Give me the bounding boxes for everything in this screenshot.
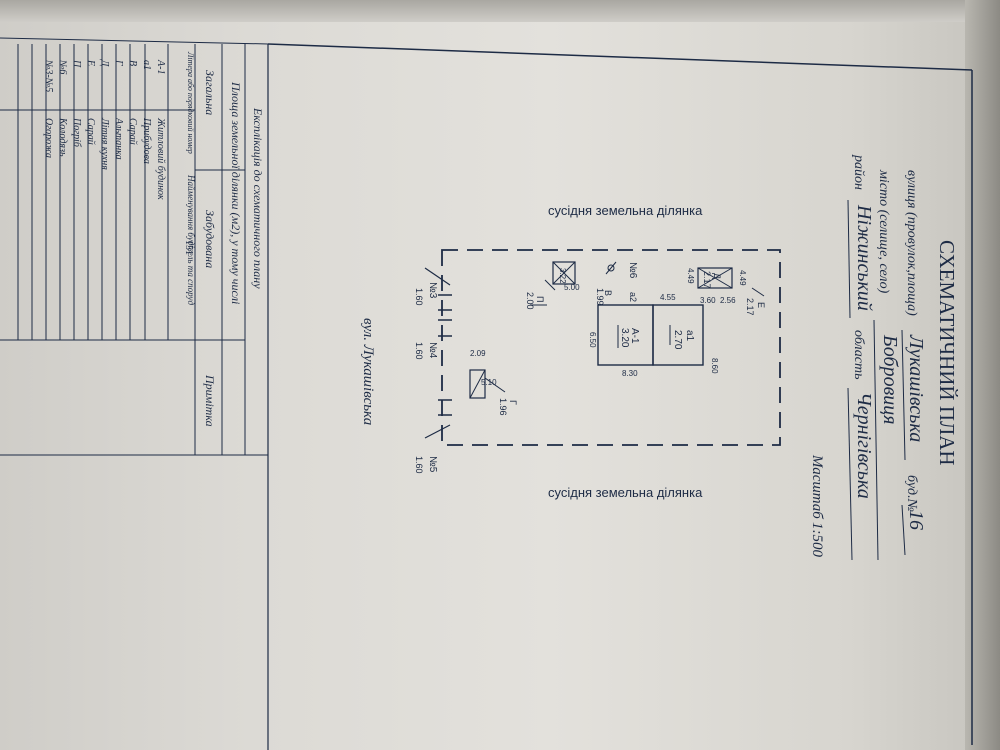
area-label: Площа земельної ділянки (м2), у тому чис… <box>229 81 243 304</box>
bldg-a1-side: 8.60 <box>710 358 719 374</box>
col-letter-header: Літера або порядковий номер <box>186 51 195 154</box>
neighbor-bottom-label: сусідня земельна ділянка <box>548 485 703 500</box>
top-shadow <box>0 0 1000 22</box>
row-code: П <box>71 59 82 68</box>
bldg-e-side: 4.49 <box>738 270 747 286</box>
col-note: Примітка <box>203 374 217 427</box>
row-name: Літня кухня <box>99 117 110 170</box>
bldg-g <box>469 369 486 399</box>
bldg-d-side: 4.49 <box>686 268 695 284</box>
row-code: №3-№5 <box>43 59 54 92</box>
fence-3-label: №3 <box>427 282 438 299</box>
explication-table: Експлікація до схематичного плану Площа … <box>0 37 269 456</box>
bldg-v-width: 5.00 <box>564 283 580 292</box>
row-code: а1 <box>141 60 152 70</box>
district-label: район <box>851 154 866 190</box>
bldg-v-value: 1.99 <box>595 288 605 306</box>
bldg-a1-letter: а1 <box>684 330 695 342</box>
bldg-g-width: 5.10 <box>481 378 497 387</box>
row-code: №6 <box>57 59 68 74</box>
bldg-main-height: 6.50 <box>588 332 597 348</box>
right-edge <box>965 0 1000 750</box>
district-value: Ніжинський <box>853 204 875 311</box>
bldg-p-letter: П <box>535 296 545 302</box>
bldg-v-height: 3.22 <box>558 268 567 284</box>
row-name: Сарай <box>127 118 138 145</box>
region-label: область <box>851 330 866 379</box>
col-total: Загальна <box>203 70 217 115</box>
fence-3-value: 1.60 <box>414 288 424 306</box>
bldg-main-width: 8.30 <box>622 369 638 378</box>
bldg-main-value: 3.20 <box>619 328 630 348</box>
property-boundary <box>441 249 781 446</box>
form-frame <box>267 43 973 750</box>
street-name-label: вул. Лукашівська <box>360 318 376 425</box>
bldg-p-value: 2.00 <box>525 292 535 310</box>
bldg-e-value: 2.17 <box>745 298 755 316</box>
scale-label: Масштаб <box>809 454 825 519</box>
bldg-d-w1: 3.60 <box>700 296 716 305</box>
street-label: вулиця (провулок,площа) <box>904 170 919 316</box>
fence-4-label: №4 <box>427 342 438 359</box>
city-value: Бобровиця <box>879 334 901 425</box>
row-code: Е <box>85 59 96 66</box>
bldg-d <box>697 267 733 289</box>
bldg-a1-main <box>597 304 654 366</box>
street-value: Лукашівська <box>905 334 927 442</box>
bldg-g-letter: Г <box>508 400 518 405</box>
house-value: 16 <box>905 510 927 530</box>
bldg-d-value: 2.17 <box>702 271 712 289</box>
bldg-v-letter: В <box>603 290 613 296</box>
bldg-a2-dim: 4.55 <box>660 293 676 302</box>
bldg-e-letter: Е <box>756 302 766 308</box>
bldg-a2-letter: а2 <box>628 292 638 302</box>
bldg-a1-value: 2.70 <box>672 330 683 350</box>
row-name: Сарай <box>85 118 96 145</box>
bldg-d-w2: 2.56 <box>720 296 736 305</box>
house-label: буд.№ <box>904 475 919 512</box>
row-name: Колодязь <box>57 117 68 157</box>
row-name: Альтанка <box>113 117 124 160</box>
row-name: Огорожа <box>43 118 54 158</box>
neighbor-top-label: сусідня земельна ділянка <box>548 203 703 218</box>
header-block: СХЕМАТИЧНИЙ ПЛАН вулиця (провулок,площа)… <box>809 154 959 561</box>
col-name-header: Найменування будівель та споруд <box>186 174 196 305</box>
bldg-g-height: 2.09 <box>470 349 486 358</box>
well-label: №6 <box>627 262 638 279</box>
region-value: Чернігівська <box>853 392 875 499</box>
row-code: Г <box>113 59 124 66</box>
row-name: Житловий будинок <box>155 117 166 200</box>
row-code: В <box>127 60 138 66</box>
city-label: місто (селище, село) <box>876 169 891 294</box>
row-name: Прибудова <box>141 117 152 164</box>
plan-title: СХЕМАТИЧНИЙ ПЛАН <box>935 240 959 466</box>
bldg-p <box>552 261 576 285</box>
bldg-main-letter: А-1 <box>629 328 640 344</box>
fence-5-value: 1.60 <box>414 456 424 474</box>
well-icon <box>607 264 615 272</box>
explication-title: Експлікація до схематичного плану <box>251 107 265 289</box>
row-code: Д <box>99 59 110 67</box>
bldg-g-value: 1.96 <box>498 398 508 416</box>
fence-5-label: №5 <box>427 456 438 473</box>
col-built: Забудована <box>203 210 217 268</box>
site-plan: сусідня земельна ділянка сусідня земельн… <box>360 203 781 500</box>
built-value: 151 <box>183 240 194 255</box>
bldg-d-letter: Д <box>712 273 722 279</box>
scale-value: 1:500 <box>809 522 825 557</box>
row-code: А-1 <box>155 59 166 74</box>
fence-4-value: 1.60 <box>414 342 424 360</box>
fence-marks <box>424 267 452 439</box>
row-name: Погріб <box>71 117 82 148</box>
